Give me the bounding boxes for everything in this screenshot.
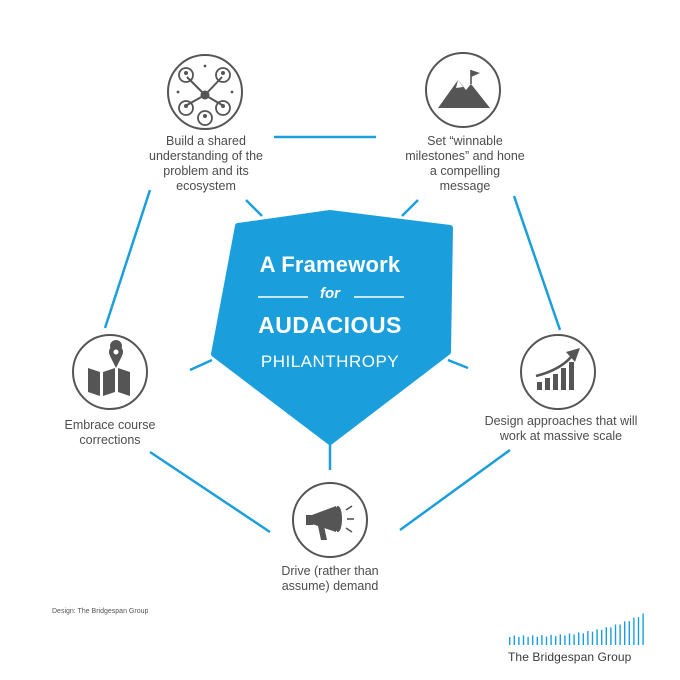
connector-line [512, 195, 562, 331]
logo-bar [550, 634, 552, 645]
logo-bar [637, 617, 640, 645]
bridgespan-logo-bars [509, 613, 644, 645]
logo-bar [522, 635, 525, 645]
logo-bar [642, 613, 644, 645]
logo-bar [536, 636, 538, 645]
logo-bar [564, 635, 566, 645]
logo-bar [532, 635, 534, 645]
connector-line [149, 450, 271, 534]
growth-chart-icon [520, 334, 596, 410]
node-label-milestones: Set “winnable milestones” and hone a com… [405, 134, 525, 193]
center-title-main: AUDACIOUS [258, 312, 402, 338]
logo-bar [591, 631, 594, 645]
logo-bar [559, 634, 561, 645]
node-label-understanding: Build a shared understanding of the prob… [149, 134, 263, 193]
design-credit: Design: The Bridgespan Group [52, 608, 149, 615]
spoke-line [401, 199, 419, 217]
logo-bar [610, 627, 612, 645]
logo-bar [633, 617, 635, 645]
logo-bar [619, 624, 621, 645]
logo-bar [573, 634, 575, 645]
node-label-corrections: Embrace course corrections [64, 418, 156, 447]
network-people-icon [167, 54, 243, 130]
logo-bar [587, 631, 589, 645]
logo-bar [578, 632, 580, 645]
logo-bar [596, 629, 598, 645]
logo-bar [555, 636, 557, 645]
logo-bar [545, 636, 548, 645]
spoke-line [245, 199, 263, 217]
logo-bar [509, 637, 511, 645]
megaphone-icon [292, 482, 368, 558]
logo-bar [518, 636, 520, 645]
connector-line [399, 448, 511, 532]
logo-bar [624, 621, 626, 645]
logo-bar [605, 627, 607, 645]
logo-bar [527, 636, 529, 645]
center-pentagon [211, 210, 453, 445]
logo-bar [582, 633, 584, 645]
brand-name: The Bridgespan Group [508, 650, 632, 664]
center-title: A Framework [259, 252, 401, 277]
map-pin-icon [72, 334, 148, 410]
node-label-demand: Drive (rather than assume) demand [281, 564, 379, 593]
logo-bar [541, 635, 543, 645]
logo-bar [513, 635, 515, 645]
center-title-for: for [320, 285, 340, 302]
connector-line [103, 189, 152, 329]
spoke-line [189, 358, 213, 372]
spoke-line [447, 358, 469, 370]
mountain-flag-icon [425, 52, 501, 128]
node-label-scale: Design approaches that will work at mass… [484, 414, 638, 443]
logo-bar [568, 633, 571, 645]
logo-bar [601, 629, 603, 645]
logo-bar [628, 621, 630, 645]
logo-bar [614, 624, 617, 645]
center-title-sub: PHILANTHROPY [260, 352, 400, 371]
